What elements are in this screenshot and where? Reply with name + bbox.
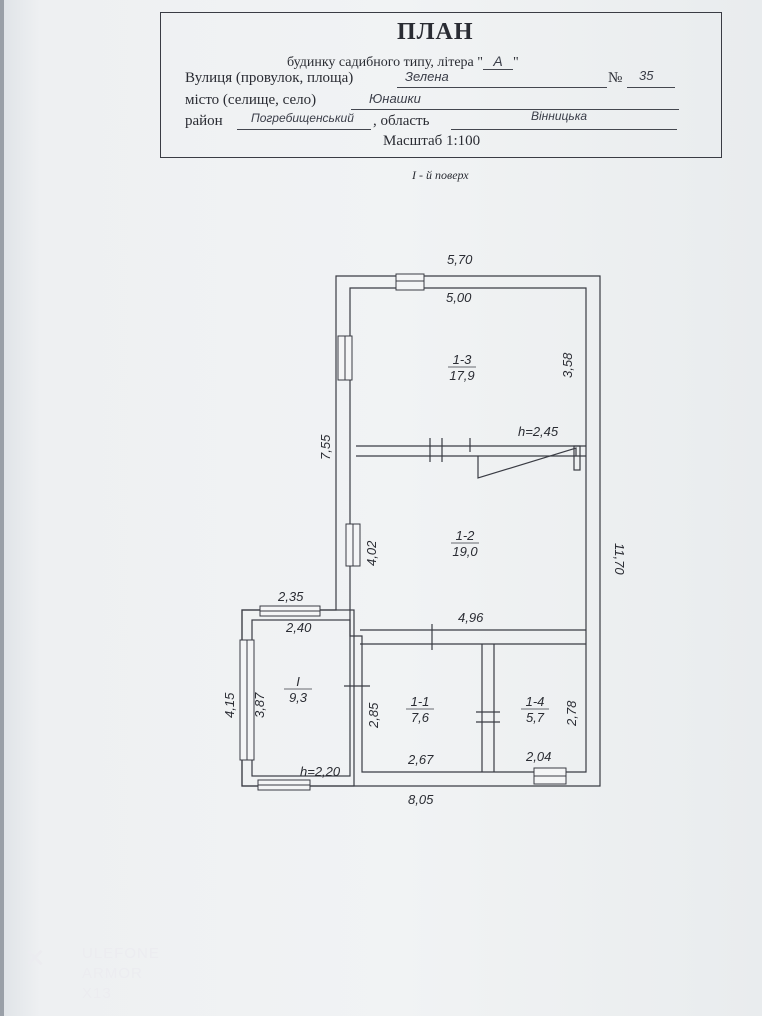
close-icon: ✕: [24, 943, 47, 973]
region-value: Вінницька: [531, 109, 588, 123]
dim-porch-inner-left: 3,87: [252, 692, 267, 718]
room-id: 1-4: [526, 694, 545, 709]
title-block: ПЛАН будинку садибного типу, літера "А" …: [160, 12, 722, 158]
dim-porch-outer-top: 2,35: [277, 589, 304, 604]
dim-porch-inner-top: 2,40: [285, 620, 312, 635]
street-value: Зелена: [405, 69, 449, 84]
dim-bottom-outer: 8,05: [408, 792, 434, 807]
room-area: 9,3: [289, 690, 308, 705]
city-value: Юнашки: [369, 91, 421, 106]
building-type-text: будинку садибного типу, літера ": [287, 55, 483, 70]
room-id: 1-3: [453, 352, 473, 367]
scale-label: Масштаб 1:100: [383, 133, 481, 149]
building-type-line: будинку садибного типу, літера "А": [287, 53, 519, 71]
dim-room14-width: 2,04: [525, 749, 551, 764]
room-id: I: [296, 674, 300, 689]
page-edge: [0, 0, 4, 1016]
dim-room13-height: 3,58: [560, 352, 575, 378]
region-label: , область: [373, 113, 430, 129]
dim-room12-width: 4,96: [458, 610, 484, 625]
dim-room11-height: 2,85: [366, 702, 381, 729]
room-area: 17,9: [449, 368, 474, 383]
dim-left-upper: 7,55: [318, 434, 333, 460]
dim-top-inner: 5,00: [446, 290, 472, 305]
room-area: 7,6: [411, 710, 430, 725]
room-id: 1-1: [411, 694, 430, 709]
stair-mark: [477, 447, 577, 479]
dim-porch-outer-left: 4,15: [222, 692, 237, 718]
district-value: Погребищенський: [251, 111, 354, 125]
dim-stair-height: h=2,45: [518, 424, 559, 439]
stair-post: [573, 445, 581, 471]
window-top: [395, 273, 425, 291]
watermark-brand: ULEFONE: [82, 945, 160, 962]
dim-right-outer: 11,70: [612, 543, 627, 575]
watermark-model: ARMOR X13: [82, 965, 143, 1002]
street-label: Вулиця (провулок, площа): [185, 70, 354, 86]
district-label: район: [185, 113, 223, 129]
dim-room14-height: 2,78: [564, 700, 579, 727]
floor-label: I - й поверх: [412, 168, 469, 182]
number-value: 35: [639, 68, 654, 83]
dim-room11-width: 2,67: [407, 752, 434, 767]
room-area: 5,7: [526, 710, 545, 725]
number-label: №: [608, 70, 623, 86]
plan-title: ПЛАН: [397, 19, 474, 45]
dim-top-outer: 5,70: [447, 252, 473, 267]
city-label: місто (селище, село): [185, 92, 317, 108]
room-area: 19,0: [452, 544, 478, 559]
room-id: 1-2: [456, 528, 476, 543]
dim-porch-height: h=2,20: [300, 764, 341, 779]
dim-room12-height: 4,02: [364, 540, 379, 566]
litera-value: А: [482, 53, 513, 70]
building-type-suffix: ": [512, 55, 519, 70]
